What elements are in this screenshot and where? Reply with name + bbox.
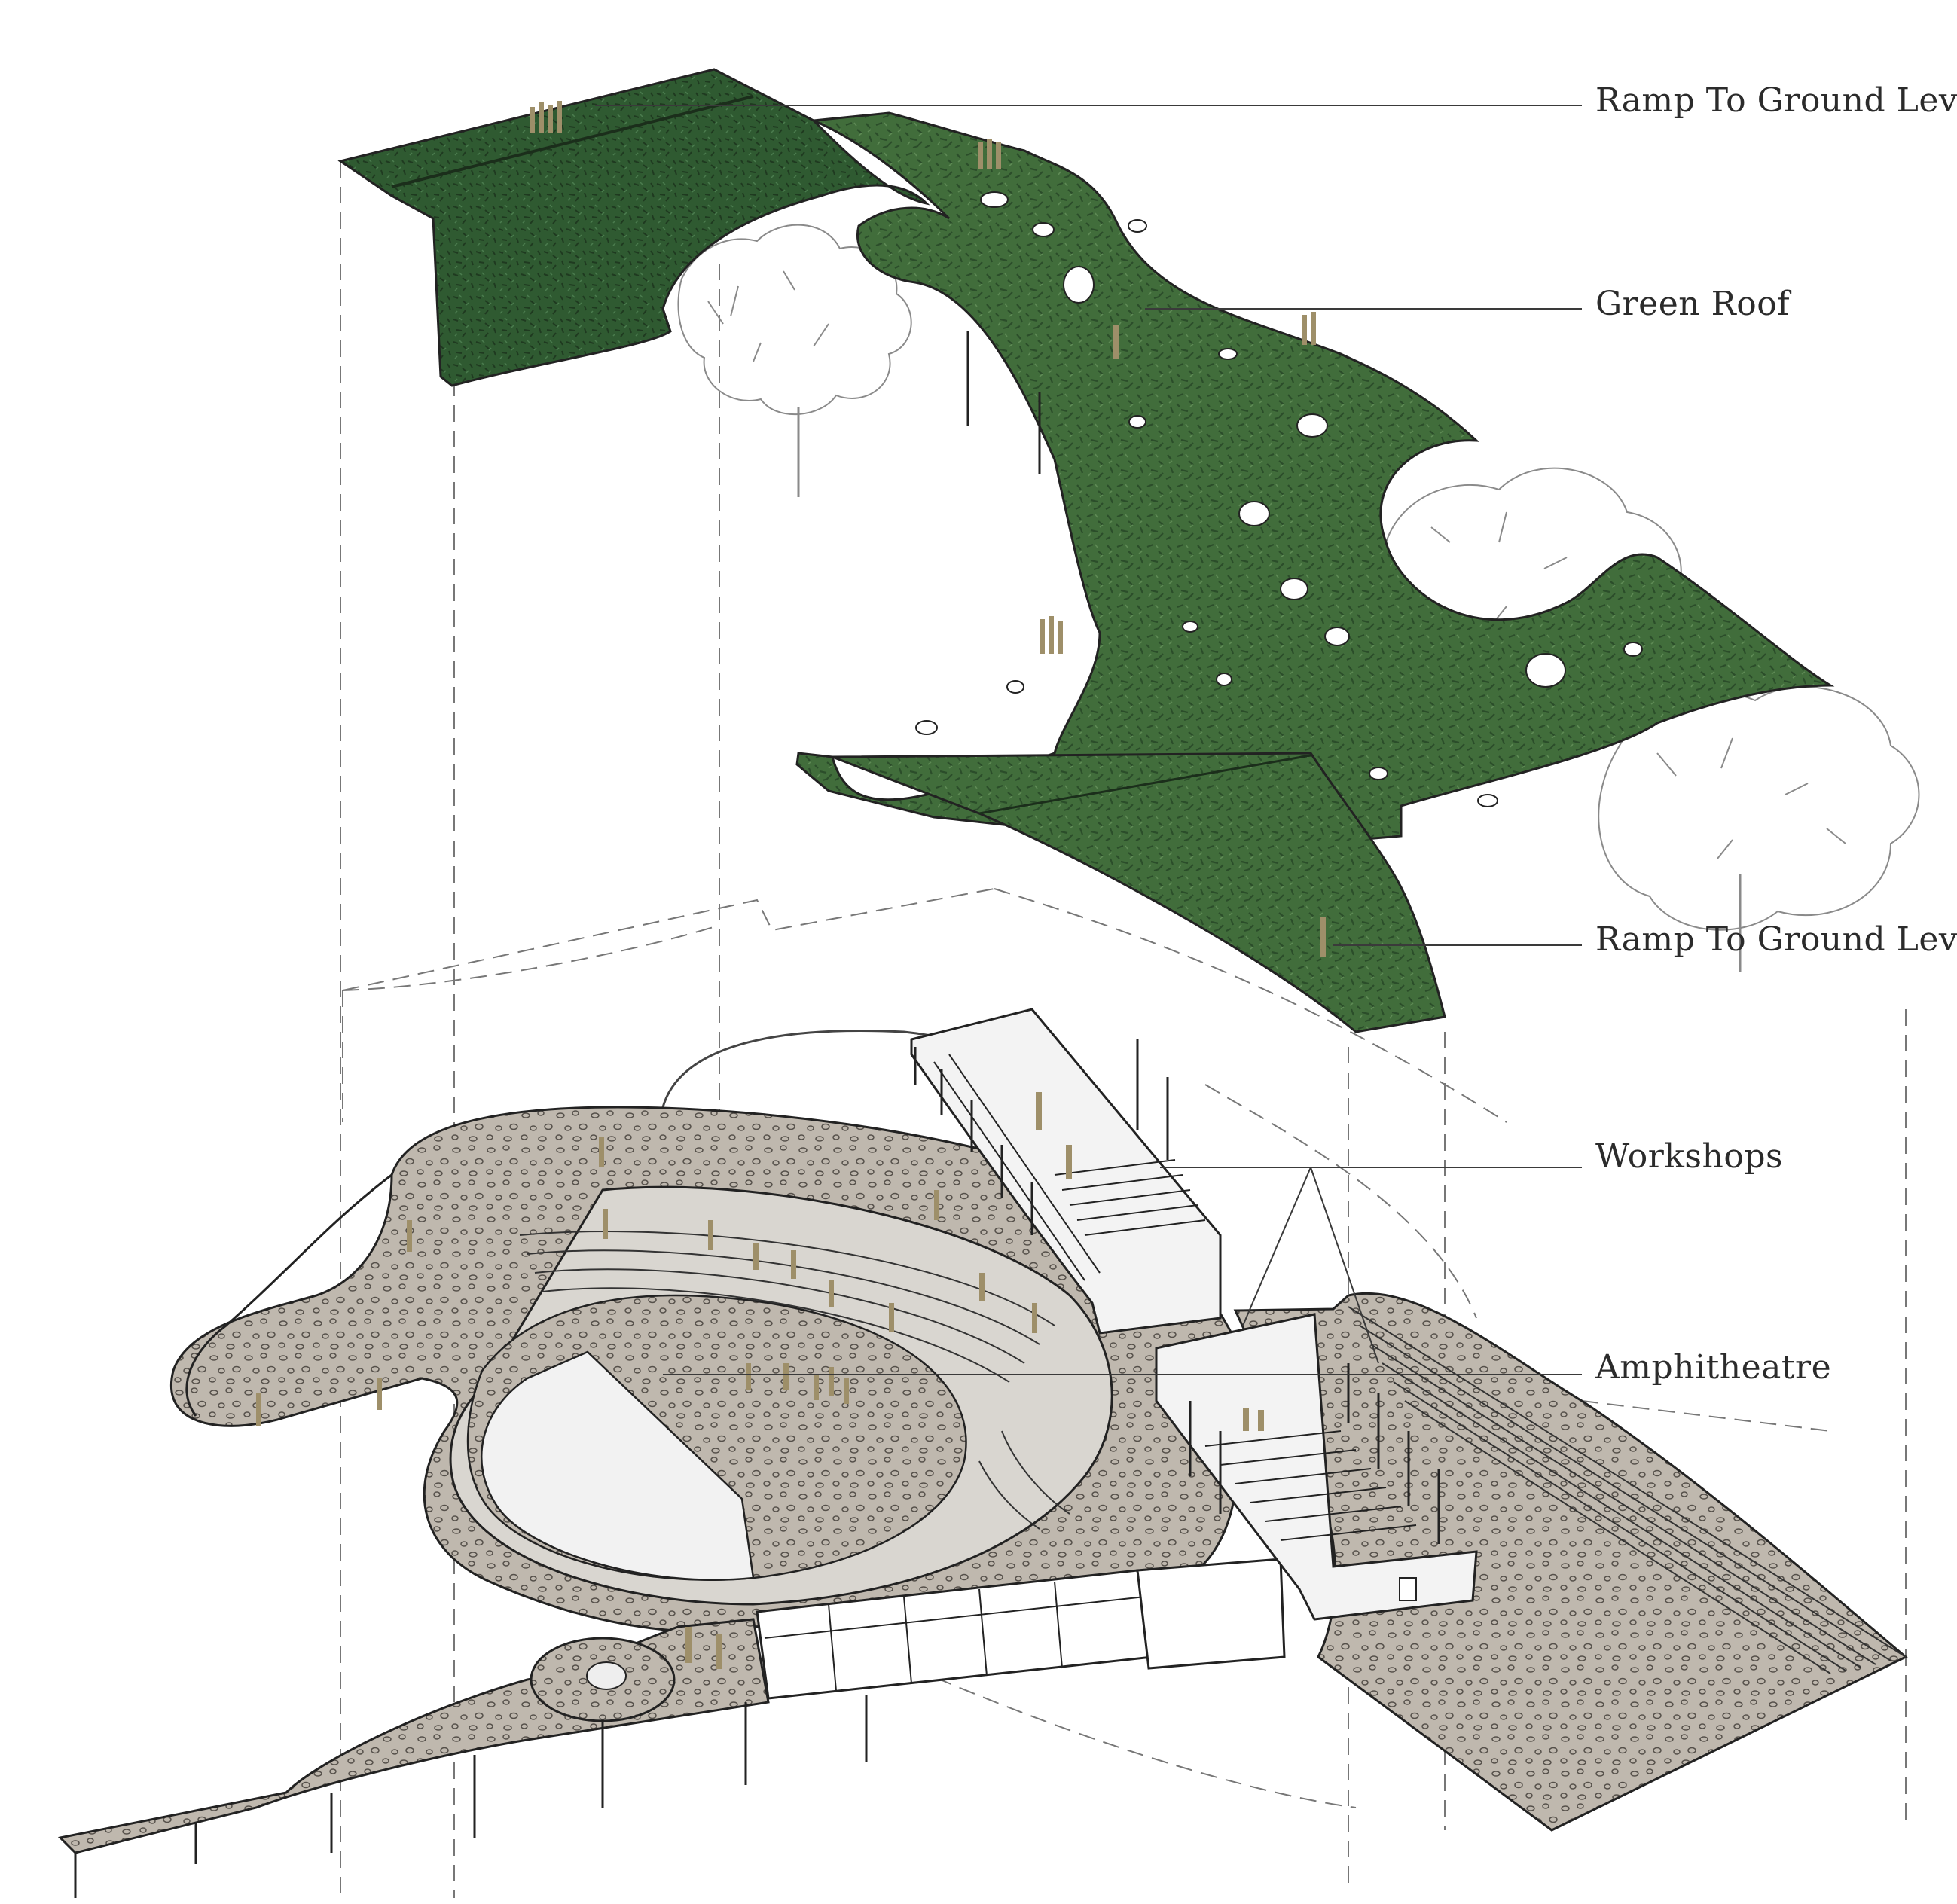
label-ramp-to-ground-level-bottom: Ramp To Ground Level bbox=[1595, 920, 1957, 959]
leader-lines bbox=[595, 105, 1582, 1375]
label-workshops: Workshops bbox=[1595, 1137, 1784, 1176]
ground-level bbox=[57, 926, 1908, 1898]
projection-lines bbox=[340, 161, 1907, 1898]
label-amphitheatre: Amphitheatre bbox=[1595, 1348, 1832, 1387]
label-green-roof: Green Roof bbox=[1595, 285, 1790, 323]
label-ramp-to-ground-level-top: Ramp To Ground Level bbox=[1595, 81, 1957, 120]
green-roof bbox=[337, 68, 1835, 1033]
people-figures bbox=[256, 101, 1326, 1669]
